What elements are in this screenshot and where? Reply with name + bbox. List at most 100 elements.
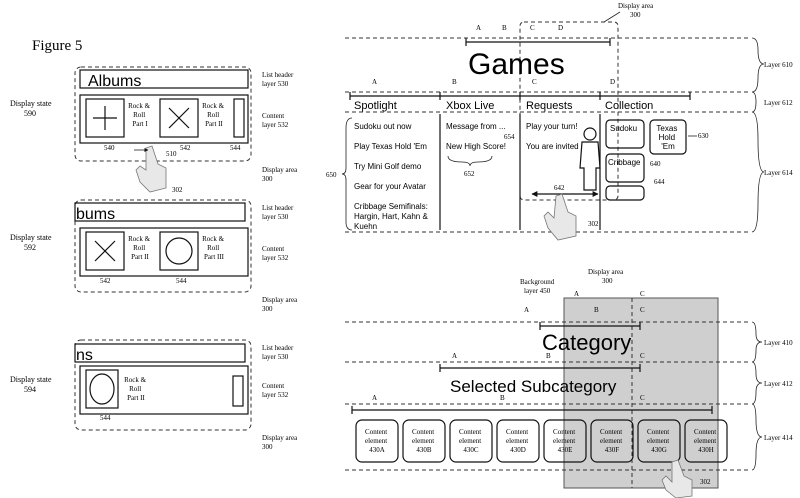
ref-label: 644 [654,178,665,186]
list-header-label: List header layer 530 [262,71,295,88]
display-area-label: Display area 300 [588,268,625,285]
spotlight-item[interactable]: Play Texas Hold 'Em [354,142,427,151]
collection-tile[interactable] [649,119,687,155]
x-icon [94,240,116,262]
pointing-hand-icon [661,459,693,498]
request-item[interactable]: You are invited [526,142,579,151]
content-element-label: Content element 430H [694,428,718,454]
ref-label: 302 [172,186,183,194]
marker-letter: C [532,78,537,86]
album-tile[interactable] [85,231,125,271]
xbox-item[interactable]: Message from ... [446,122,506,131]
album-tile[interactable] [159,98,199,138]
content-element-label: Content element 430C [459,428,483,454]
games-title: Games [468,48,565,81]
plus-icon [93,106,117,130]
background-layer-label: Background layer 450 [520,278,556,295]
collection-tile[interactable] [605,153,645,183]
request-item[interactable]: Play your turn! [526,122,578,131]
state-label: Display state [10,233,52,242]
content-element-label: Content element 430A [365,428,389,454]
tab-requests[interactable]: Requests [526,100,573,112]
content-element-430e[interactable]: Content element 430E [543,419,587,463]
content-element-label: Content element 430B [412,428,436,454]
content-elements-row: Content element 430A Content element 430… [355,419,728,463]
album-tile[interactable] [85,98,125,138]
x-icon [168,107,190,129]
content-element-430d[interactable]: Content element 430D [496,419,540,463]
content-element-label: Content element 430E [553,428,577,454]
tab-collection[interactable]: Collection [605,100,653,112]
collection-tile-label: Sudoku [610,124,637,133]
album-tile-partial [233,98,245,138]
display-area-label: Display area 300 [262,166,299,183]
marker-letter: A [574,290,579,298]
collection-tile[interactable] [605,119,645,149]
marker-letter: D [558,24,563,32]
ref-label: 542 [180,144,191,152]
layer-label: Layer 610 [764,61,793,69]
tab-xbox-live[interactable]: Xbox Live [446,100,494,112]
collection-tile-label: Cribbage [608,158,641,167]
state-number: 594 [24,385,36,394]
collection-tile[interactable] [605,185,645,201]
album-tile[interactable] [159,231,199,271]
pointing-hand-icon [135,145,167,193]
collection-tile-label: Texas Hold 'Em [656,124,679,151]
marker-letter: B [594,306,599,314]
list-header-layer [74,202,246,222]
content-layer-label: Content layer 532 [262,245,289,262]
spotlight-item[interactable]: Try Mini Golf demo [354,162,422,171]
marker-letter: C [640,290,645,298]
marker-letter: B [452,78,457,86]
ref-label: 640 [650,160,661,168]
content-element-430f[interactable]: Content element 430F [590,419,634,463]
content-element-430c[interactable]: Content element 430C [449,419,493,463]
content-element-430a[interactable]: Content element 430A [355,419,399,463]
spotlight-item[interactable]: Gear for your Avatar [354,182,426,191]
content-element-430g[interactable]: Content element 430G [637,419,681,463]
content-element-430h[interactable]: Content element 430H [684,419,728,463]
pointing-hand-icon [543,193,577,241]
content-element-430b[interactable]: Content element 430B [402,419,446,463]
xbox-item[interactable]: New High Score! [446,142,506,151]
album-tile-partial [232,375,244,407]
spotlight-item[interactable]: Cribbage Semifinals: Hargin, Hart, Kahn … [354,202,430,231]
list-header-label: List header layer 530 [262,344,295,361]
display-area-shade [563,297,719,489]
content-layer [79,365,249,415]
list-header-layer [79,69,249,89]
album-tile[interactable] [85,369,119,409]
list-header-text: bums [76,206,115,223]
content-element-label: Content element 430D [506,428,530,454]
content-layer [79,227,249,277]
figure-title: Figure 5 [32,38,82,54]
ref-label: 544 [176,277,187,285]
marker-letter: B [500,394,505,402]
album-caption: Rock & Roll Part II [124,376,148,402]
list-header-text: ns [76,347,93,364]
state-number: 590 [24,109,36,118]
marker-letter: D [610,78,615,86]
display-area-label: Display area 300 [262,434,299,451]
marker-letter: A [372,394,377,402]
category-diagram: Background layer 450 Display area 300 A … [345,268,793,498]
display-area-outline [74,339,252,431]
tab-spotlight[interactable]: Spotlight [354,100,397,112]
layer-label: Layer 412 [764,380,793,388]
marker-letter: A [372,78,377,86]
marker-letter: B [502,24,507,32]
marker-letter: C [640,394,645,402]
spotlight-item[interactable]: Sudoku out now [354,122,412,131]
list-header-label: List header layer 530 [262,204,295,221]
marker-letter: C [640,306,645,314]
content-layer-label: Content layer 532 [262,382,289,399]
ref-label: 544 [100,414,111,422]
list-header-layer [74,343,246,363]
layer-label: Layer 414 [764,434,793,442]
state-number: 592 [24,243,36,252]
ref-label: 630 [698,132,709,140]
ref-label: 540 [104,144,115,152]
marker-letter: C [640,352,645,360]
